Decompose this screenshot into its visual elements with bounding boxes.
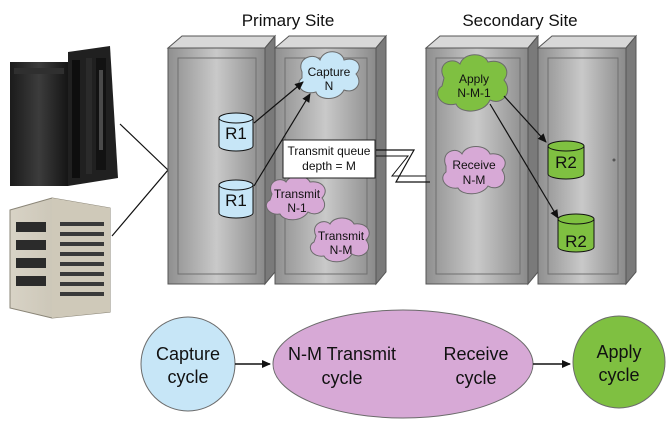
server-tower-image: [9, 197, 111, 319]
receive-cloud-line2: N-M: [463, 173, 486, 187]
transmit-queue-line2: depth = M: [302, 159, 356, 173]
receive-cycle-line1: Receive: [443, 344, 508, 364]
capture-cycle: Capture cycle: [140, 316, 236, 412]
host-connector: [111, 123, 169, 237]
capture-cycle-line2: cycle: [167, 367, 208, 387]
capture-cloud-line2: N: [325, 79, 334, 93]
primary-rack-left: [166, 34, 277, 286]
apply-cloud: Apply N-M-1: [437, 54, 509, 112]
secondary-site-title: Secondary Site: [462, 11, 577, 30]
transmit-link: [376, 149, 430, 183]
transmit-cycle-line1: N-M Transmit: [288, 344, 396, 364]
apply-cycle: Apply cycle: [572, 315, 666, 409]
capture-cycle-line1: Capture: [156, 344, 220, 364]
apply-cycle-line1: Apply: [596, 342, 641, 362]
disk-r2-bottom: R2: [557, 213, 595, 253]
receive-cloud: Receive N-M: [442, 146, 506, 195]
transmit-cloud-n1-line2: N-1: [287, 201, 307, 215]
apply-cloud-line2: N-M-1: [457, 86, 491, 100]
transmit-link-shadow: [376, 155, 426, 177]
transmit-cloud-n1-line1: Transmit: [274, 187, 321, 201]
capture-cloud-line1: Capture: [308, 65, 351, 79]
transmit-cloud-nm-line1: Transmit: [318, 229, 365, 243]
disk-r1-bottom: R1: [218, 179, 254, 219]
transmit-cloud-nm: Transmit N-M: [309, 217, 370, 263]
primary-site-title: Primary Site: [242, 11, 335, 30]
capture-cloud: Capture N: [298, 51, 360, 99]
disk-r2-top-label: R2: [555, 153, 577, 172]
transmit-queue-label: Transmit queue depth = M: [282, 139, 376, 179]
apply-cloud-line1: Apply: [459, 72, 489, 86]
disk-r1-bottom-label: R1: [225, 191, 247, 210]
mainframe-image: [10, 46, 118, 186]
transmit-cloud-n1: Transmit N-1: [265, 175, 326, 221]
transmit-cloud-nm-line2: N-M: [330, 243, 353, 257]
disk-r2-top: R2: [547, 140, 585, 180]
arrow-r1-bottom-to-capture: [253, 93, 311, 187]
receive-cloud-line1: Receive: [452, 158, 496, 172]
arrow-r1-top-to-capture: [253, 81, 304, 124]
receive-cycle-line2: cycle: [455, 368, 496, 388]
transmit-queue-line1: Transmit queue: [288, 144, 371, 158]
arrow-apply-to-r2-top: [503, 95, 547, 143]
transmit-receive-cycle: N-M Transmit cycle Receive cycle: [272, 309, 534, 419]
arrow-apply-to-r2-bottom: [489, 103, 559, 219]
disk-r2-bottom-label: R2: [565, 232, 587, 251]
disk-r1-top-label: R1: [225, 124, 247, 143]
disk-r1-top: R1: [218, 112, 254, 152]
transmit-cycle-line2: cycle: [321, 368, 362, 388]
apply-cycle-line2: cycle: [598, 365, 639, 385]
